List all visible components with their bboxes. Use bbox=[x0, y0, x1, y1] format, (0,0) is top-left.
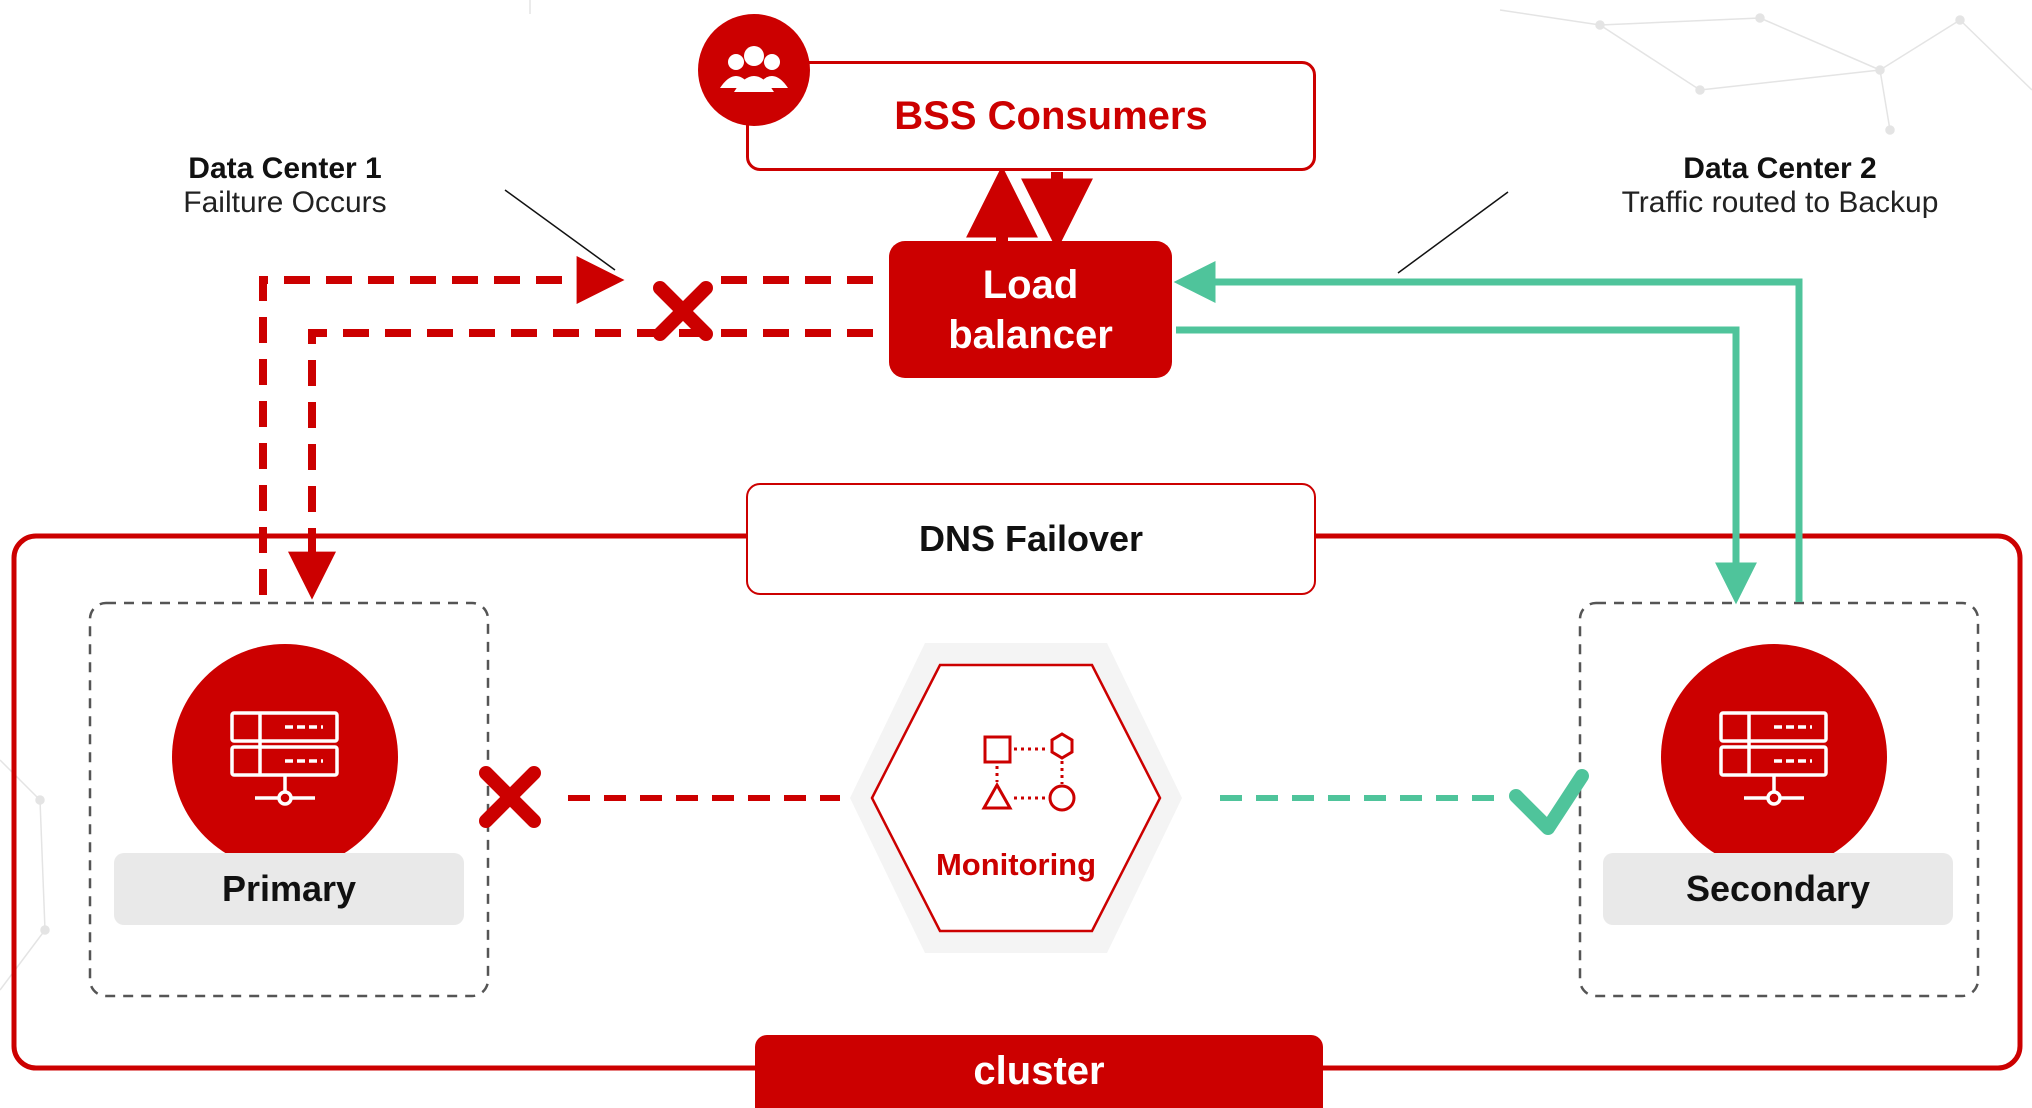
primary-x-icon bbox=[479, 766, 541, 828]
workflow-icon bbox=[981, 732, 1076, 812]
secondary-server-icon bbox=[1719, 711, 1828, 806]
secondary-group-outline bbox=[1578, 601, 1980, 998]
load-balancer: Load balancer bbox=[889, 241, 1172, 378]
dc1-leader-line bbox=[504, 189, 616, 271]
dc1-failed-path-down bbox=[288, 329, 873, 600]
background-network-decoration bbox=[0, 0, 2032, 991]
secondary-server-circle bbox=[1661, 644, 1887, 870]
dc2-backup-path-in bbox=[1176, 326, 1757, 605]
data-center-1-subtitle: Failture Occurs bbox=[183, 186, 387, 219]
primary-label: Primary bbox=[114, 853, 464, 925]
data-center-2-label: Data Center 2 Traffic routed to Backup bbox=[1560, 152, 2000, 220]
primary-label-text: Primary bbox=[221, 868, 357, 909]
data-center-2-title: Data Center 2 bbox=[1683, 152, 1877, 185]
load-balancer-label-line1: Load bbox=[982, 262, 1079, 307]
secondary-check-icon bbox=[1509, 769, 1589, 835]
dc1-failed-path-up bbox=[259, 256, 625, 595]
load-balancer-label-line2: balancer bbox=[948, 312, 1113, 357]
monitoring-label: Monitoring bbox=[935, 847, 1097, 882]
dns-failover-label: DNS Failover bbox=[918, 518, 1144, 559]
cluster-label: cluster bbox=[973, 1049, 1105, 1093]
bss-consumers-box: BSS Consumers bbox=[746, 61, 1316, 171]
primary-server-circle bbox=[172, 644, 398, 870]
path-failure-x-icon bbox=[653, 281, 713, 341]
dc2-backup-path-out bbox=[1173, 261, 1803, 602]
data-center-1-title: Data Center 1 bbox=[188, 152, 382, 185]
data-center-1-label: Data Center 1 Failture Occurs bbox=[120, 152, 450, 220]
dc2-leader-line bbox=[1397, 191, 1509, 274]
bss-consumers-label: BSS Consumers bbox=[894, 93, 1208, 138]
secondary-label: Secondary bbox=[1603, 853, 1953, 925]
data-center-2-subtitle: Traffic routed to Backup bbox=[1621, 186, 1939, 219]
secondary-label-text: Secondary bbox=[1685, 868, 1871, 909]
primary-server-icon bbox=[230, 711, 339, 806]
dns-failover-box: DNS Failover bbox=[746, 483, 1316, 595]
cluster-badge: cluster bbox=[755, 1035, 1323, 1108]
users-icon bbox=[698, 14, 810, 126]
primary-group-outline bbox=[88, 601, 490, 998]
